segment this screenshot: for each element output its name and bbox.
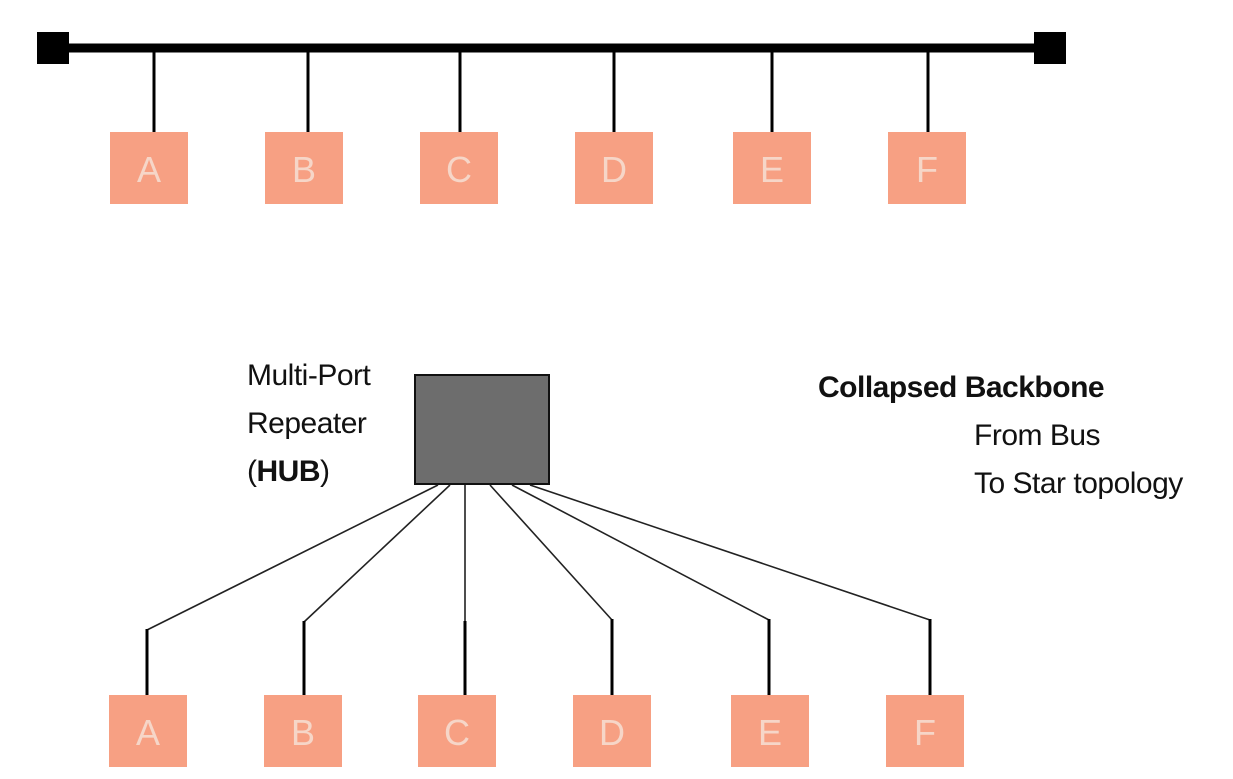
star-link-b xyxy=(303,484,451,623)
hub-label-hub: HUB xyxy=(256,455,321,488)
star-link-e xyxy=(511,484,770,621)
hub-label-line3: (HUB) xyxy=(247,448,370,496)
bus-node-f: F xyxy=(888,132,966,204)
bus-node-a-box xyxy=(110,132,188,204)
hub-label-line2: Repeater xyxy=(247,407,367,440)
bus-node-d-label: D xyxy=(601,149,627,190)
star-node-a: A xyxy=(109,695,187,767)
star-node-a-label: A xyxy=(136,712,160,753)
star-link-a xyxy=(146,484,439,631)
bus-node-e-box xyxy=(733,132,811,204)
bus-node-d: D xyxy=(575,132,653,204)
star-node-b-box xyxy=(264,695,342,767)
bus-node-a-label: A xyxy=(137,149,161,190)
bus-node-c-label: C xyxy=(446,149,472,190)
star-node-c: C xyxy=(418,695,496,767)
star-node-b: B xyxy=(264,695,342,767)
star-connection-lines xyxy=(146,484,931,631)
bus-node-c: C xyxy=(420,132,498,204)
star-node-f-label: F xyxy=(914,712,936,753)
star-node-b-label: B xyxy=(291,712,315,753)
diagram-caption: Collapsed Backbone From Bus To Star topo… xyxy=(818,364,1183,508)
star-node-d-label: D xyxy=(599,712,625,753)
star-node-e-box xyxy=(731,695,809,767)
bus-node-b-box xyxy=(265,132,343,204)
hub-label: Multi-Port Repeater (HUB) xyxy=(247,352,371,496)
hub-box xyxy=(414,374,550,485)
hub-label-paren-close: ) xyxy=(320,455,330,488)
star-link-f xyxy=(529,484,931,621)
star-node-a-box xyxy=(109,695,187,767)
star-node-f-box xyxy=(886,695,964,767)
bus-node-a: A xyxy=(110,132,188,204)
hub-label-line1: Multi-Port xyxy=(247,359,371,392)
star-node-c-label: C xyxy=(444,712,470,753)
star-node-e-label: E xyxy=(758,712,782,753)
caption-line2: From Bus xyxy=(974,419,1101,452)
caption-line3: To Star topology xyxy=(974,467,1183,500)
star-drop-lines xyxy=(145,619,932,695)
star-topology: A B C D E F xyxy=(109,374,964,767)
bus-node-b-label: B xyxy=(292,149,316,190)
caption-title: Collapsed Backbone xyxy=(818,371,1105,404)
bus-node-f-label: F xyxy=(916,149,938,190)
hub-label-paren-open: ( xyxy=(247,455,257,488)
bus-node-e: E xyxy=(733,132,811,204)
star-link-d xyxy=(489,484,613,621)
star-node-c-box xyxy=(418,695,496,767)
bus-terminator-left xyxy=(37,32,69,64)
bus-node-f-box xyxy=(888,132,966,204)
bus-node-e-label: E xyxy=(760,149,784,190)
bus-node-b: B xyxy=(265,132,343,204)
bus-terminator-right xyxy=(1034,32,1066,64)
bus-node-d-box xyxy=(575,132,653,204)
star-node-e: E xyxy=(731,695,809,767)
bus-drop-lines xyxy=(152,52,930,132)
star-node-d: D xyxy=(573,695,651,767)
bus-node-c-box xyxy=(420,132,498,204)
bus-topology: A B C D E F xyxy=(37,32,1066,204)
star-node-f: F xyxy=(886,695,964,767)
star-node-d-box xyxy=(573,695,651,767)
